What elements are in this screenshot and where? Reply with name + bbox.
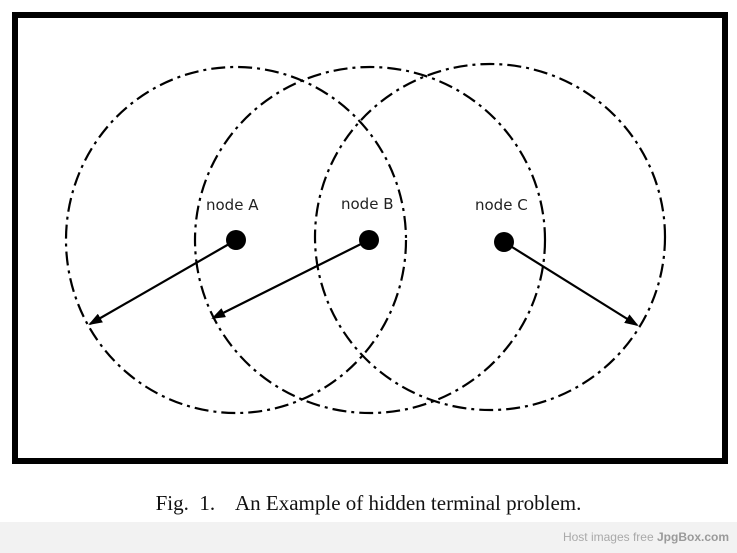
node-a-dot <box>226 230 246 250</box>
hidden-terminal-diagram: node A node B node C <box>12 12 728 464</box>
range-circle-c <box>313 62 667 412</box>
range-arrow-a <box>88 239 237 325</box>
node-b-label: node B <box>341 195 394 213</box>
node-b-dot <box>359 230 379 250</box>
footer-prefix: Host images free <box>562 530 657 544</box>
footer-brand[interactable]: JpgBox.com <box>656 530 729 544</box>
node-c-dot <box>494 232 514 252</box>
range-arrow-b <box>211 239 370 319</box>
figure-frame <box>12 12 728 464</box>
footer-bar: Host images free JpgBox.com <box>0 522 737 553</box>
range-arrow-c <box>503 241 639 327</box>
footer-credit[interactable]: Host images free JpgBox.com <box>563 530 729 544</box>
range-circle-a <box>64 65 408 415</box>
node-a-label: node A <box>206 196 259 214</box>
node-c-label: node C <box>475 196 528 214</box>
figure-caption: Fig. 1. An Example of hidden terminal pr… <box>155 491 582 515</box>
range-circle-b <box>193 65 547 415</box>
